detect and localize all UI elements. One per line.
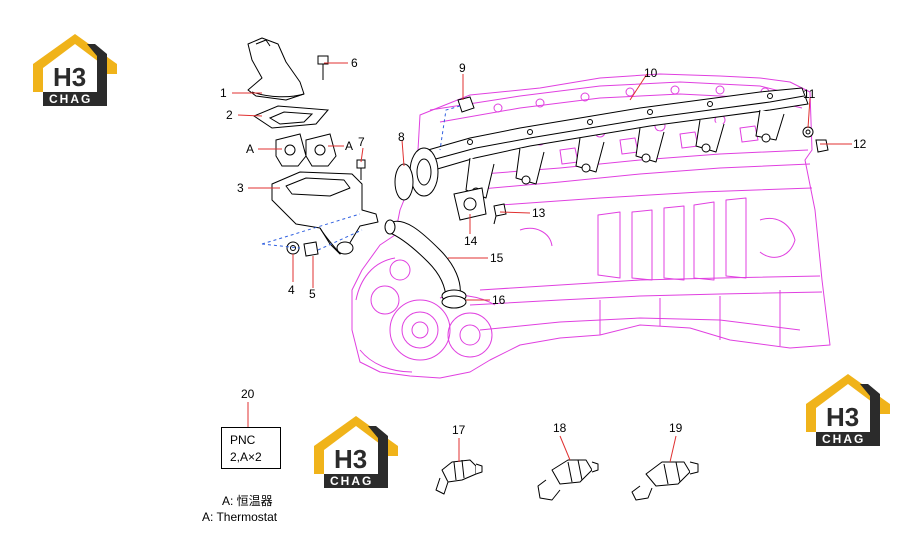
callout-3: 3: [237, 181, 244, 195]
engine-block-outline: [351, 73, 831, 379]
legend-english: A: Thermostat: [202, 510, 278, 524]
label-a-right: A: [345, 139, 353, 153]
brand-logo-top-left: H3 CHAG: [33, 34, 117, 106]
hidden-lines-left: [261, 213, 363, 251]
callout-9: 9: [459, 61, 466, 75]
part-16-clamp: [441, 289, 467, 309]
part-2-gasket: [252, 105, 330, 129]
logo-center-chag: CHAG: [330, 474, 373, 488]
brand-logo-right: H3 CHAG: [806, 374, 890, 446]
callout-18: 18: [553, 421, 567, 435]
callout-1: 1: [220, 86, 227, 100]
pnc-line-1: PNC: [230, 433, 256, 447]
callout-14: 14: [464, 234, 478, 248]
pnc-line-2: 2,A×2: [230, 450, 262, 464]
part-5-plug: [303, 241, 319, 257]
part-1-outlet-elbow: [247, 37, 305, 101]
callout-20: 20: [241, 387, 255, 401]
part-8-gasket: [394, 163, 414, 201]
part-6-bolt: [317, 55, 329, 80]
part-4-plug: [286, 241, 300, 255]
label-a-left: A: [246, 142, 254, 156]
logo-center-h3: H3: [334, 444, 367, 474]
leader-lines: [232, 62, 852, 463]
part-12-plug: [815, 139, 829, 153]
part-15-water-pipe: [384, 219, 461, 301]
logo-top-left-h3: H3: [53, 62, 86, 92]
callout-6: 6: [351, 56, 358, 70]
callout-12: 12: [853, 137, 867, 151]
part-18-sensor: [537, 459, 599, 501]
callout-11: 11: [803, 87, 816, 101]
logo-top-left-chag: CHAG: [49, 92, 92, 106]
callout-5: 5: [309, 287, 316, 301]
callout-8: 8: [398, 130, 405, 144]
callout-4: 4: [288, 283, 295, 297]
logo-right-chag: CHAG: [822, 432, 865, 446]
part-14-flange: [453, 187, 487, 221]
pnc-box: PNC 2,A×2: [221, 427, 281, 469]
thermostats-a: [275, 133, 337, 167]
callout-16: 16: [492, 293, 506, 307]
part-9-fitting: [439, 96, 475, 151]
callout-2: 2: [226, 108, 233, 122]
exhaust-manifold: [409, 87, 809, 199]
callout-19: 19: [669, 421, 683, 435]
callout-10: 10: [644, 66, 658, 80]
part-13-bolt: [493, 203, 507, 225]
part-11-plug: [802, 126, 814, 138]
callout-17: 17: [452, 423, 466, 437]
part-3-thermostat-housing: [271, 171, 379, 255]
part-19-sensor: [631, 461, 699, 501]
part-17-sensor: [435, 459, 483, 495]
callout-numbers: 1 2 3 4 5 6 7 8 9 10 11 12 13 14 15 16 1…: [220, 56, 867, 437]
callout-7: 7: [358, 135, 365, 149]
part-7-bolt: [356, 159, 366, 180]
logo-right-h3: H3: [826, 402, 859, 432]
legend-chinese: A: 恒温器: [222, 494, 273, 508]
brand-logo-center: H3 CHAG: [314, 416, 398, 488]
callout-15: 15: [490, 251, 504, 265]
callout-13: 13: [532, 206, 546, 220]
